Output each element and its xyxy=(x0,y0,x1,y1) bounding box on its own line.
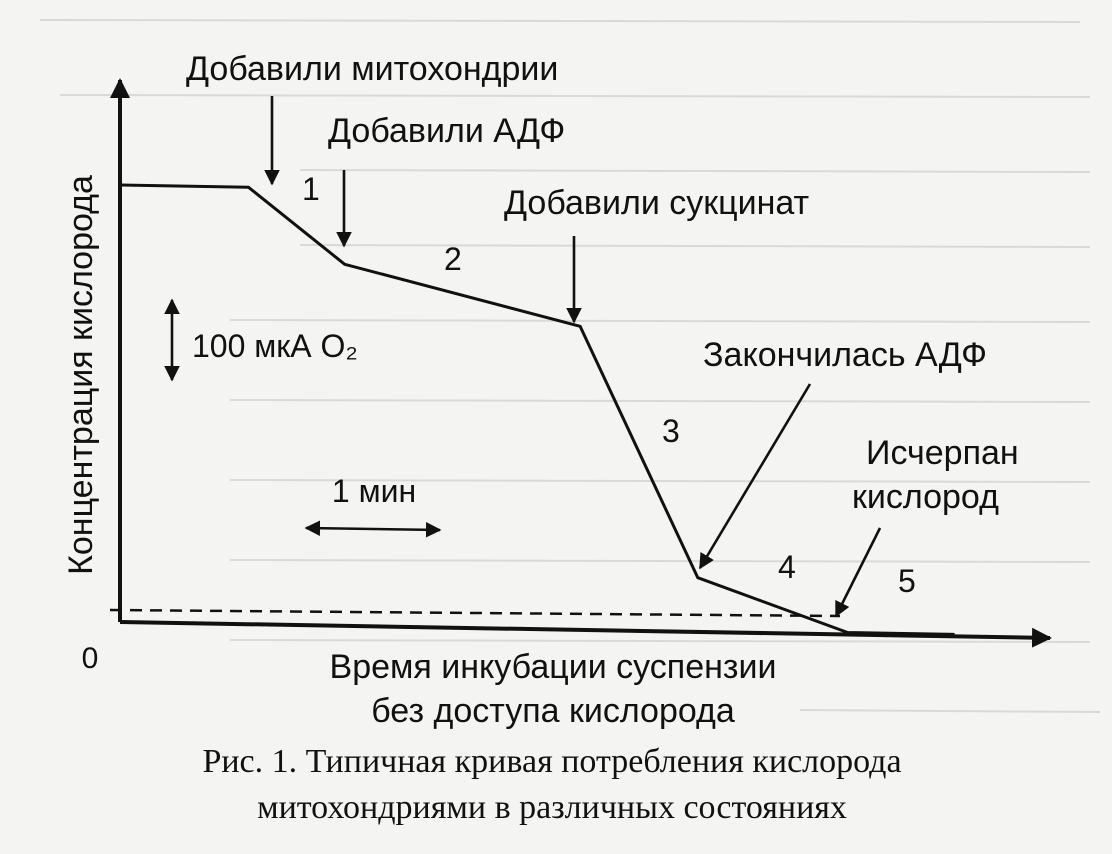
state-label-1: 1 xyxy=(302,171,320,207)
x-axis xyxy=(119,620,1052,648)
annotation-succinate: Добавили сукцинат xyxy=(504,184,809,222)
y-axis-label: Концентрация кислорода xyxy=(62,175,100,575)
time-scale-bar xyxy=(304,520,442,538)
page-background-texture xyxy=(39,19,1101,713)
annotation-adp: Добавили АДФ xyxy=(328,112,565,150)
time-scale-label: 1 мин xyxy=(332,473,416,509)
state-label-5: 5 xyxy=(898,563,916,599)
state-label-4: 4 xyxy=(778,549,796,585)
arrow-adp-exhausted-icon xyxy=(698,383,812,570)
x-axis-label-line1: Время инкубации суспензии xyxy=(330,648,777,686)
annotation-oxygen-depleted-line2: кислород xyxy=(852,478,999,516)
zero-oxygen-baseline xyxy=(109,608,841,618)
caption-line1: Рис. 1. Типичная кривая потребления кисл… xyxy=(202,743,901,780)
arrow-oxygen-depleted-icon xyxy=(834,527,882,618)
annotation-mitochondria: Добавили митохондрии xyxy=(186,50,558,88)
oxygen-concentration-curve xyxy=(119,183,955,636)
x-axis-label-line2: без доступа кислорода xyxy=(371,692,735,730)
state-label-2: 2 xyxy=(444,241,462,277)
state-label-3: 3 xyxy=(662,413,680,449)
origin-label: 0 xyxy=(82,642,99,675)
annotation-adp-exhausted: Закончилась АДФ xyxy=(703,336,987,374)
caption-line2: митохондриями в различных состояниях xyxy=(257,789,847,826)
annotation-oxygen-depleted-line1: Исчерпан xyxy=(866,434,1019,472)
oxygen-scale-label: 100 мкА О₂ xyxy=(192,328,358,364)
